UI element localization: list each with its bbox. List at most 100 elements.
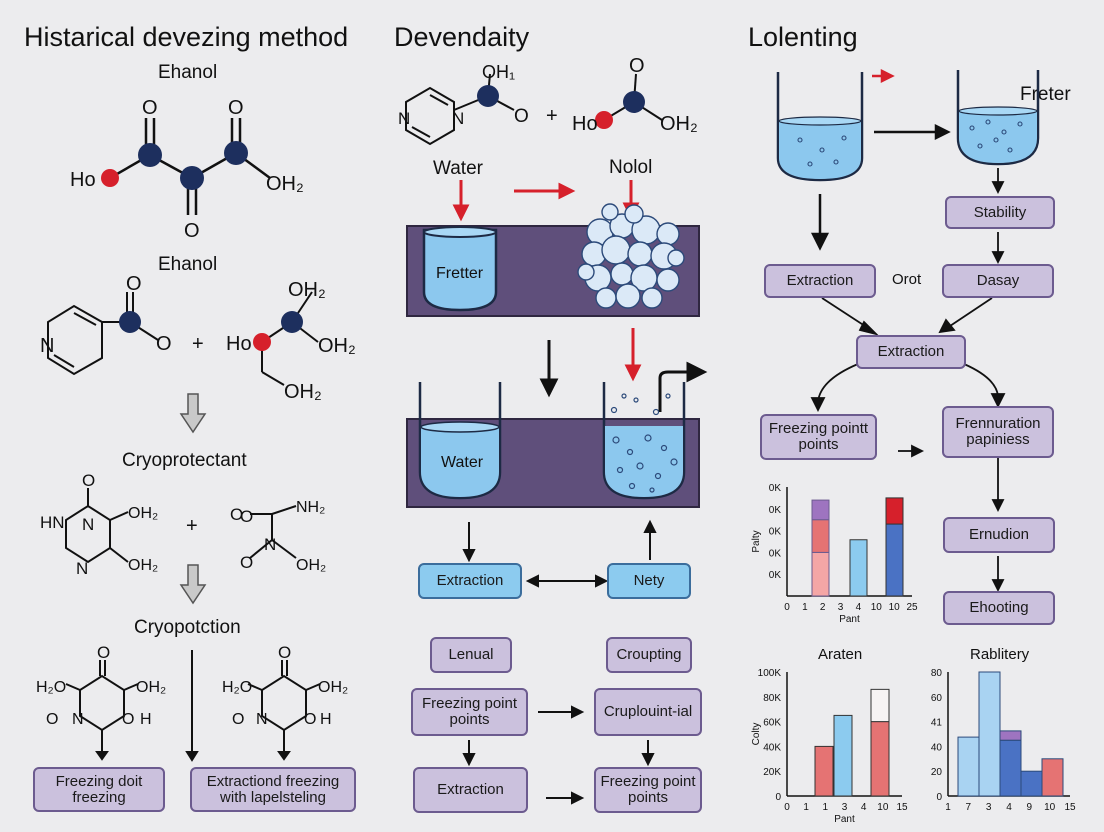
atom-n: N (264, 535, 276, 554)
bar (870, 688, 890, 723)
x-tick-label: 10 (1044, 802, 1056, 813)
atom-hn: HN (40, 513, 65, 532)
x-tick-label: 25 (906, 602, 918, 613)
x-axis-label: Pant (839, 614, 860, 625)
atom-o: O (46, 711, 58, 728)
atom-oh2: OH₂ (288, 279, 326, 301)
atom-nh2: NH₂ (296, 499, 325, 516)
x-tick-label: 10 (877, 802, 889, 813)
bar (814, 745, 834, 797)
bar (999, 739, 1022, 797)
atom-n: N (452, 109, 464, 128)
croupting-box: Croupting (606, 637, 692, 673)
ethanol-label-2: Ehanol (158, 254, 218, 275)
freezing-point-box: Freezing point points (411, 688, 528, 736)
atom-o: O (122, 711, 134, 728)
plus-sign: + (186, 515, 198, 537)
y-tick-label: 20K (763, 767, 781, 778)
x-tick-label: 15 (896, 802, 908, 813)
atom-o: O (278, 643, 291, 662)
y-tick-label: 0K (769, 483, 782, 494)
atom-n: N (40, 335, 54, 357)
plus-sign: + (192, 333, 204, 355)
atom-ho: Hо (572, 113, 598, 135)
atom-o: O (240, 553, 253, 572)
x-tick-label: 3 (986, 802, 992, 813)
nolol-label: Nolol (609, 157, 653, 178)
water-in-beaker: Water (441, 454, 484, 471)
atom-h: H (320, 711, 332, 728)
bar (1020, 770, 1043, 797)
atom-oh2: OH₂ (128, 505, 158, 522)
x-tick-label: 2 (820, 602, 826, 613)
freter-label: Freter (1020, 84, 1071, 105)
extraction-box-blue: Extraction (418, 563, 522, 599)
atom-o: O (97, 643, 110, 662)
atom-n: N (76, 559, 88, 578)
y-tick-label: 0 (936, 792, 942, 803)
atom-oh2: OH₂ (266, 173, 304, 195)
atom-oh2: OH₂ (296, 557, 326, 574)
ernudion-box: Ernudion (943, 517, 1055, 553)
atom-o: O (240, 507, 253, 526)
foam-cluster (577, 203, 685, 309)
cryoprotectant-label: Cryoprotectant (122, 450, 247, 471)
cryopotction-label: Cryopotction (134, 617, 241, 638)
bar (811, 551, 830, 597)
atom-oh2: OH₂ (136, 679, 166, 696)
atom-oh2: OH₂ (318, 335, 356, 357)
y-tick-label: 0K (769, 570, 782, 581)
atom-o: O (142, 97, 158, 119)
freezing-point-box-2: Freezing point points (594, 767, 702, 813)
x-axis-label: Pant (834, 814, 855, 825)
bar (833, 714, 853, 797)
atom-oh2: OH₂ (660, 113, 698, 135)
bar (849, 539, 868, 597)
ethanol-label-1: Ehanol (158, 62, 218, 83)
x-tick-label: 0 (784, 602, 790, 613)
y-axis-label: Colty (751, 723, 762, 746)
bubbles (610, 393, 678, 493)
atom-n: N (398, 109, 410, 128)
bar (957, 736, 980, 797)
x-tick-label: 1 (803, 802, 809, 813)
atom-o: O (304, 711, 316, 728)
ehooting-box: Ehooting (943, 591, 1055, 625)
atom-o: O (230, 505, 243, 524)
atom-oh2: OH₂ (284, 381, 322, 403)
extraction-box-right-2: Extraction (856, 335, 966, 369)
lenual-box: Lenual (430, 637, 512, 673)
x-tick-label: 10 (871, 602, 883, 613)
y-tick-label: 60K (763, 718, 781, 729)
y-tick-label: 0K (769, 548, 782, 559)
x-tick-label: 3 (842, 802, 848, 813)
y-tick-label: 40K (763, 742, 781, 753)
x-tick-label: 4 (1006, 802, 1012, 813)
atom-o: O (232, 711, 244, 728)
atom-n: N (72, 711, 84, 728)
y-tick-label: 100K (758, 668, 782, 679)
y-tick-label: 0 (775, 792, 781, 803)
y-tick-label: 80K (763, 693, 781, 704)
atom-oh2: OH₂ (128, 557, 158, 574)
dasay-box: Dasay (942, 264, 1054, 298)
x-tick-label: 3 (838, 602, 844, 613)
x-tick-label: 4 (861, 802, 867, 813)
bar (885, 497, 904, 525)
atom-h: H (140, 711, 152, 728)
freezing-pointt-box: Freezing pointt points (760, 414, 877, 460)
fretter-label: Fretter (436, 265, 484, 282)
cruplouinal-box: Cruplouint-ial (594, 688, 702, 736)
middle-title: Devendaity (394, 22, 530, 52)
x-tick-label: 1 (945, 802, 951, 813)
x-tick-label: 0 (784, 802, 790, 813)
frennuration-box: Frennuration papiniess (942, 406, 1054, 458)
x-tick-label: 1 (823, 802, 829, 813)
y-tick-label: 80 (931, 668, 943, 679)
